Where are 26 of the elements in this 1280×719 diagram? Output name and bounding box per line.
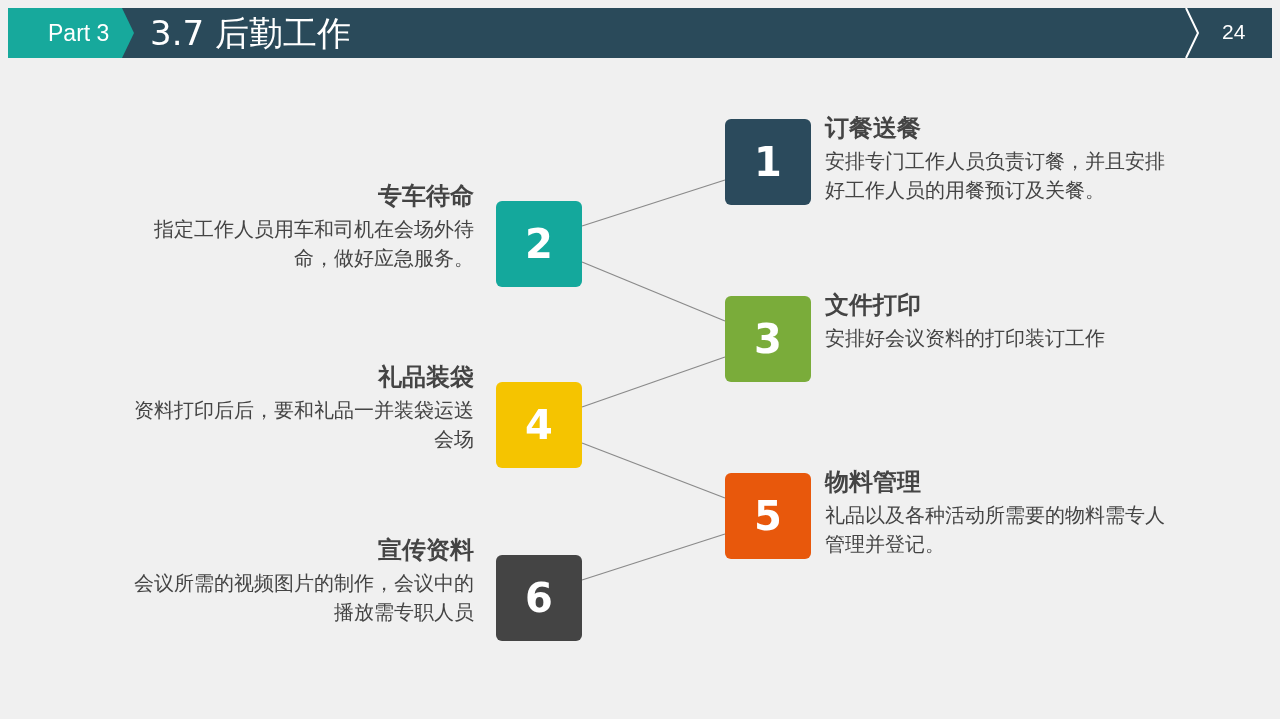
page-number: 24 <box>1222 20 1246 44</box>
step-number: 6 <box>525 578 553 618</box>
item-heading: 礼品装袋 <box>377 362 474 393</box>
step-number: 4 <box>525 405 553 445</box>
item-heading: 专车待命 <box>377 181 474 212</box>
item-description: 安排好会议资料的打印装订工作 <box>825 325 1106 352</box>
slide-title: 3.7 后勤工作 <box>150 12 351 55</box>
connector-line <box>581 356 726 408</box>
part-label: Part 3 <box>48 19 110 47</box>
item-description: 指定工作人员用车和司机在会场外待命，做好应急服务。 <box>153 216 474 272</box>
item-description: 安排专门工作人员负责订餐，并且安排好工作人员的用餐预订及关餐。 <box>825 148 1166 204</box>
step-number: 1 <box>754 142 782 182</box>
connector-line <box>581 533 726 581</box>
item-heading: 文件打印 <box>825 290 922 321</box>
connector-line <box>581 179 726 227</box>
step-number: 5 <box>754 496 782 536</box>
step-number: 3 <box>754 319 782 359</box>
connector-line <box>581 442 726 499</box>
connector-line <box>581 261 726 322</box>
item-heading: 物料管理 <box>825 467 922 498</box>
item-heading: 订餐送餐 <box>825 113 922 144</box>
item-description: 礼品以及各种活动所需要的物料需专人管理并登记。 <box>825 502 1166 558</box>
step-number: 2 <box>525 224 553 264</box>
item-heading: 宣传资料 <box>377 535 474 566</box>
item-description: 资料打印后后，要和礼品一并装袋运送会场 <box>133 397 474 453</box>
item-description: 会议所需的视频图片的制作，会议中的播放需专职人员 <box>133 570 474 626</box>
